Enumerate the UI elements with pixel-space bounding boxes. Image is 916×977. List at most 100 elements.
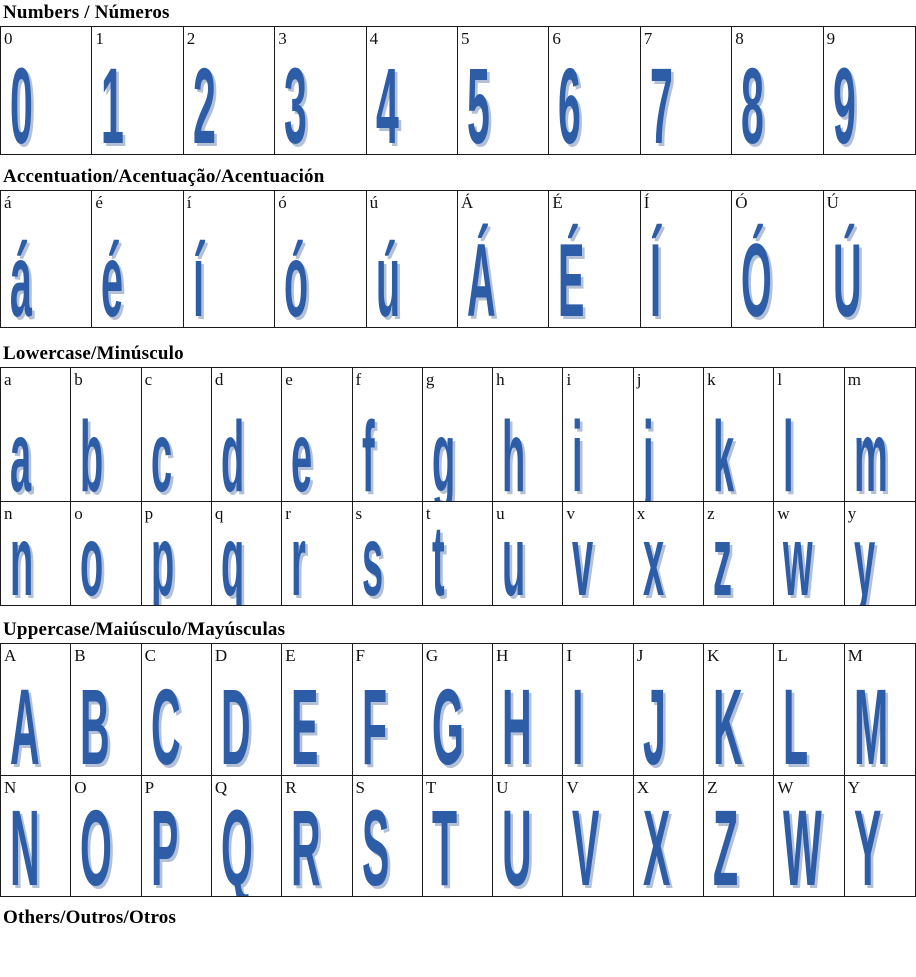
section-title-others: Others/Outros/Otros	[3, 907, 177, 928]
cell-glyph: i	[572, 401, 584, 501]
cell-glyph: d	[220, 401, 245, 501]
cell-label: j	[636, 370, 642, 389]
cell-label: 9	[826, 29, 836, 48]
cell-glyph: 9	[832, 45, 856, 155]
cell-label: b	[74, 370, 83, 389]
cell-glyph: e	[291, 401, 313, 501]
cell-glyph: 5	[467, 45, 490, 155]
cell-glyph: S	[361, 787, 389, 897]
cell-label: u	[496, 504, 505, 523]
cell-glyph: q	[220, 505, 245, 605]
cell-label: X	[636, 778, 650, 797]
cell-label: Q	[214, 778, 228, 797]
cell-glyph: p	[150, 505, 174, 605]
cell-label: K	[707, 646, 720, 665]
cell-glyph: Q	[220, 787, 253, 897]
cell-label: á	[4, 193, 12, 212]
cell-glyph: E	[291, 666, 319, 776]
cell-label: R	[285, 778, 297, 797]
cell-label: I	[566, 646, 573, 665]
cell-glyph: 3	[284, 45, 308, 155]
cell-label: Ú	[826, 193, 839, 212]
cell-glyph: y	[853, 505, 875, 605]
cell-label: q	[214, 504, 224, 523]
cell-glyph: a	[10, 401, 32, 501]
cell-glyph: r	[291, 505, 307, 605]
section-others: Others/Outros/Otros	[0, 907, 916, 928]
cell-glyph: b	[80, 401, 104, 501]
cell-label: o	[74, 504, 83, 523]
cell-label: D	[214, 646, 228, 665]
cell-glyph: l	[783, 401, 794, 501]
cell-label: V	[566, 778, 579, 797]
cell-glyph: 1	[101, 45, 125, 155]
cell-label: T	[425, 778, 437, 797]
cell-glyph: o	[80, 505, 104, 605]
cell-label: p	[144, 504, 154, 523]
cell-glyph: t	[431, 505, 445, 605]
cell-glyph: X	[642, 787, 671, 897]
cell-glyph: C	[150, 666, 181, 776]
cell-glyph: s	[361, 505, 383, 605]
cell-label: Y	[847, 778, 860, 797]
cell-label: ú	[369, 193, 379, 212]
cell-glyph: M	[853, 666, 888, 776]
cell-label: l	[777, 370, 783, 389]
cell-glyph: Á	[467, 223, 496, 327]
cell-glyph: P	[150, 787, 178, 897]
cell-glyph: N	[10, 787, 40, 897]
cell-label: Í	[643, 193, 650, 212]
cell-label: 7	[643, 29, 653, 48]
cell-glyph: K	[713, 666, 743, 776]
cell-label: e	[285, 370, 293, 389]
cell-label: í	[186, 193, 192, 212]
cell-glyph: x	[642, 505, 664, 605]
cell-glyph: O	[80, 787, 113, 897]
cell-glyph: 8	[741, 45, 765, 155]
cell-glyph: T	[431, 787, 457, 897]
cell-glyph: V	[572, 787, 600, 897]
cell-glyph: á	[10, 223, 32, 327]
cell-glyph: Í	[649, 223, 661, 327]
